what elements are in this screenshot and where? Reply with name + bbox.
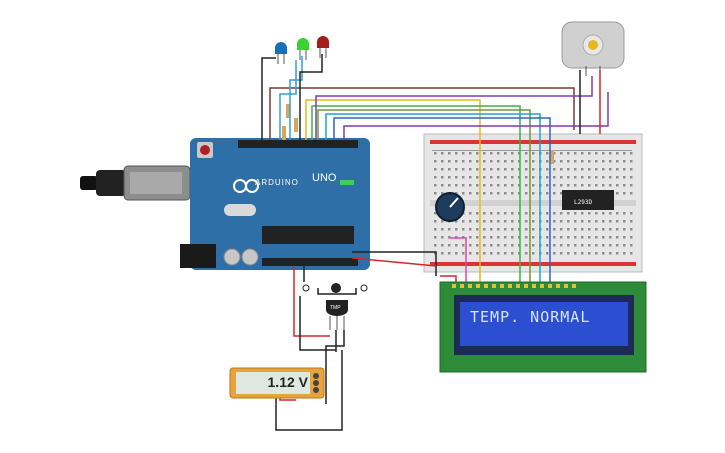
sensor-wires (275, 266, 357, 431)
led-blue (275, 42, 287, 64)
sensor-label: TMP (330, 305, 341, 311)
driver-chip-label: L293D (574, 199, 593, 206)
temperature-sensor (326, 300, 348, 330)
arduino-model-label: UNO (312, 172, 337, 184)
potentiometer (435, 192, 465, 222)
arduino-brand-label: ARDUINO (255, 178, 299, 187)
multimeter-reading: 1.12 V (267, 374, 308, 390)
led-red (317, 36, 329, 58)
led-green (297, 38, 309, 60)
arduino-board (180, 138, 370, 270)
signal-wires (261, 54, 609, 290)
breadboard-resistor (550, 150, 554, 164)
usb-cable (80, 165, 191, 201)
probe-icons (302, 283, 368, 293)
led-resistors (282, 104, 298, 140)
l293d-chip (562, 190, 614, 210)
lcd-display-text: TEMP. NORMAL (470, 308, 591, 326)
multimeter (229, 367, 325, 399)
dc-motor (561, 21, 625, 76)
lcd-module (439, 281, 647, 373)
